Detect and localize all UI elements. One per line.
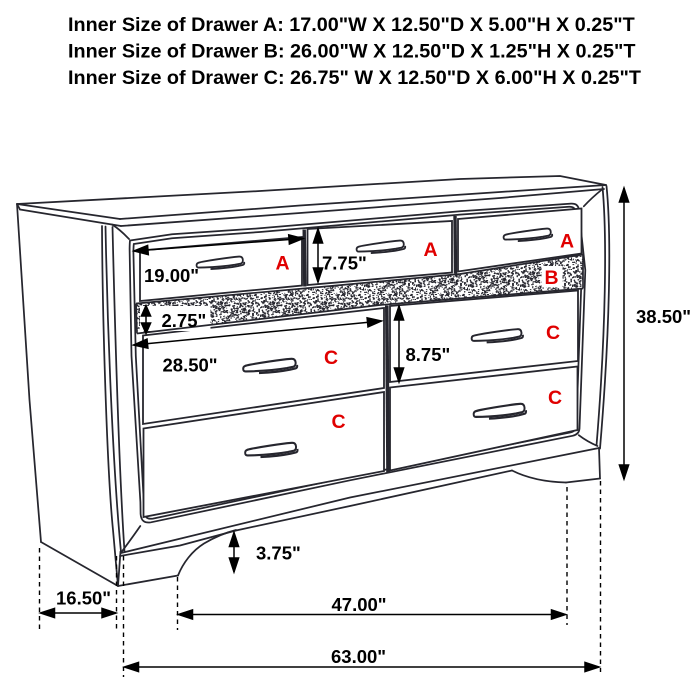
svg-text:Inner Size of Drawer C: 26.75": Inner Size of Drawer C: 26.75" W X 12.50…	[68, 67, 641, 89]
svg-text:47.00": 47.00"	[332, 594, 387, 615]
svg-text:16.50": 16.50"	[56, 588, 111, 609]
svg-text:C: C	[546, 322, 560, 344]
svg-text:7.75": 7.75"	[322, 253, 367, 274]
svg-text:C: C	[548, 387, 562, 409]
svg-text:28.50": 28.50"	[163, 355, 218, 376]
svg-text:2.75": 2.75"	[162, 310, 207, 331]
svg-text:B: B	[544, 267, 558, 289]
svg-text:8.75": 8.75"	[406, 344, 451, 365]
svg-text:A: A	[275, 253, 289, 275]
svg-text:63.00": 63.00"	[331, 646, 386, 667]
svg-text:38.50": 38.50"	[636, 306, 691, 327]
svg-text:19.00": 19.00"	[144, 265, 199, 286]
svg-text:A: A	[423, 239, 437, 261]
svg-text:3.75": 3.75"	[256, 543, 301, 564]
svg-text:A: A	[560, 231, 574, 253]
svg-text:Inner Size of Drawer A: 17.00": Inner Size of Drawer A: 17.00"W X 12.50"…	[68, 14, 635, 36]
svg-text:C: C	[324, 347, 338, 369]
svg-text:C: C	[331, 411, 345, 433]
svg-text:Inner Size of Drawer B: 26.00": Inner Size of Drawer B: 26.00"W X 12.50"…	[68, 41, 635, 63]
